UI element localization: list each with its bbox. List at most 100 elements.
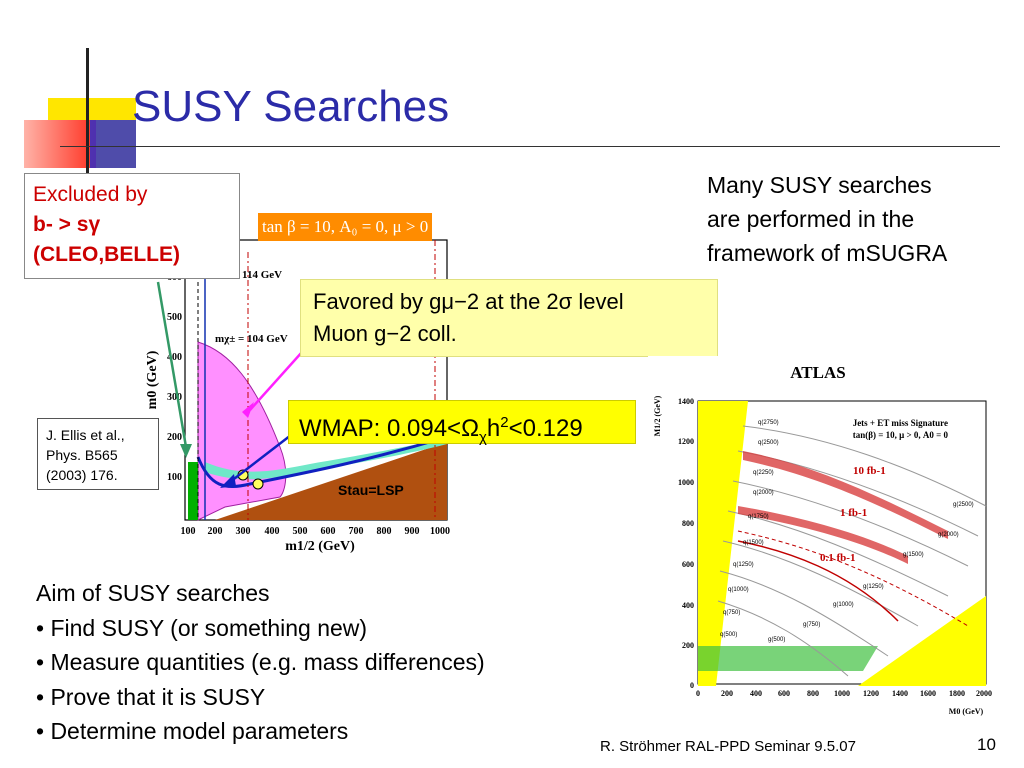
atlas-y-tick: 400 <box>682 601 694 610</box>
gluino-label: g(1500) <box>903 552 924 558</box>
atlas-y-tick: 1000 <box>678 478 694 487</box>
reference-box: J. Ellis et al., Phys. B565 (2003) 176. <box>37 418 159 490</box>
stau-lsp-region <box>215 442 447 520</box>
lumi-label-1: 1 fb-1 <box>840 507 867 519</box>
wmap-suffix: <0.129 <box>508 415 583 442</box>
gluino-label: g(750) <box>803 622 820 628</box>
aim-bullet-2: • Measure quantities (e.g. mass differen… <box>36 649 485 675</box>
x-tick: 500 <box>293 526 308 537</box>
aim-bullet-4: • Determine model parameters <box>36 718 349 744</box>
atlas-x-tick: 1200 <box>863 689 879 698</box>
reference-line-3: (2003) 176. <box>46 467 118 483</box>
excluded-line-3: (CLEO,BELLE) <box>33 243 180 266</box>
mchi-label: mχ± = 104 GeV <box>215 333 288 345</box>
y-tick: 400 <box>167 352 182 363</box>
contour-1fb <box>738 506 908 564</box>
benchmark-point-2 <box>252 478 264 490</box>
title-decoration-vline <box>86 48 89 176</box>
x-tick: 200 <box>208 526 223 537</box>
atlas-plot: ATLAS 10 fb-1 1 fb-1 0.1 fb-1 Jets + ET … <box>648 356 1008 726</box>
x-tick: 1000 <box>430 526 450 537</box>
aim-bullet-3: • Prove that it is SUSY <box>36 683 266 710</box>
favored-line-1: Favored by gμ−2 at the 2σ level <box>313 289 624 314</box>
atlas-y-tick: 200 <box>682 641 694 650</box>
title-decoration-blue <box>90 120 136 168</box>
y-tick: 300 <box>167 392 182 403</box>
atlas-title: ATLAS <box>790 363 845 382</box>
wmap-box: WMAP: 0.094<Ωχh2<0.129 <box>288 400 636 446</box>
aim-section: Aim of SUSY searches • Find SUSY (or som… <box>36 576 485 749</box>
atlas-y-tick: 600 <box>682 560 694 569</box>
signature-params: tan(β) = 10, μ > 0, A0 = 0 <box>853 430 949 440</box>
reference-line-2: Phys. B565 <box>46 447 118 463</box>
excluded-line-2: b- > sγ <box>33 210 233 240</box>
squark-label: q(1500) <box>743 540 764 546</box>
excluded-b: b- <box>33 213 53 236</box>
lumi-label-01: 0.1 fb-1 <box>820 552 855 564</box>
squark-label: q(2750) <box>758 420 779 426</box>
favored-box: Favored by gμ−2 at the 2σ level Muon g−2… <box>300 279 718 357</box>
atlas-y-tick: 800 <box>682 519 694 528</box>
squark-label: q(2500) <box>758 440 779 446</box>
title-decoration-red <box>24 120 96 168</box>
x-tick: 300 <box>236 526 251 537</box>
x-tick: 100 <box>181 526 196 537</box>
squark-label: q(1250) <box>733 562 754 568</box>
y-tick: 500 <box>167 312 182 323</box>
contour-01fb <box>737 540 899 622</box>
squark-label: q(2000) <box>753 490 774 496</box>
squark-label: q(750) <box>723 610 740 616</box>
squark-label: q(1750) <box>748 514 769 520</box>
atlas-x-tick: 600 <box>778 689 790 698</box>
mass-contours <box>717 425 987 677</box>
atlas-x-tick: 1000 <box>834 689 850 698</box>
favored-arrow-head <box>242 402 254 418</box>
wmap-mid: h <box>486 415 501 442</box>
favored-line-2: Muon g−2 coll. <box>313 321 457 346</box>
atlas-x-tick: 400 <box>750 689 762 698</box>
wmap-arrow-head <box>220 474 236 488</box>
intro-line-2: are performed in the <box>707 206 915 232</box>
gluino-label: g(500) <box>768 637 785 643</box>
squark-label: q(2250) <box>753 470 774 476</box>
excluded-line-1: Excluded by <box>33 183 148 206</box>
contour-10fb <box>743 451 948 539</box>
gluino-label: g(2500) <box>953 502 974 508</box>
theory-excluded-left <box>698 401 748 686</box>
parameter-label: tan β = 10, A₀ = 0, μ > 0 <box>258 213 433 241</box>
gluino-label: g(2000) <box>938 532 959 538</box>
y-tick: 100 <box>167 472 182 483</box>
x-tick: 900 <box>405 526 420 537</box>
squark-label: q(1000) <box>728 587 749 593</box>
x-tick: 600 <box>321 526 336 537</box>
msugra-plot: mh = 114 GeV mχ± = 104 GeV Stau=LSP 100 … <box>130 232 455 556</box>
signature-label: Jets + ET miss Signature <box>853 418 948 428</box>
atlas-y-tick: 1400 <box>678 397 694 406</box>
title-underline <box>60 146 1000 147</box>
contour-dashed <box>737 530 969 627</box>
squark-label: q(500) <box>720 632 737 638</box>
footer-text: R. Ströhmer RAL-PPD Seminar 9.5.07 <box>600 738 856 755</box>
intro-text: Many SUSY searches are performed in the … <box>707 168 1017 270</box>
excluded-box: Excluded by b- > sγ (CLEO,BELLE) <box>24 173 240 279</box>
aim-bullet-1: • Find SUSY (or something new) <box>36 614 368 641</box>
wmap-band <box>205 437 447 480</box>
exp-excluded-band <box>698 646 878 671</box>
atlas-x-tick: 800 <box>807 689 819 698</box>
atlas-x-tick: 1600 <box>920 689 936 698</box>
intro-line-1: Many SUSY searches <box>707 172 932 198</box>
atlas-x-axis-label: M0 (GeV) <box>949 707 984 716</box>
lumi-label-10: 10 fb-1 <box>853 465 886 477</box>
slide-title: SUSY Searches <box>132 82 450 131</box>
aim-heading: Aim of SUSY searches <box>36 580 270 606</box>
atlas-y-tick: 1200 <box>678 437 694 446</box>
x-axis-label: m1/2 (GeV) <box>285 539 355 554</box>
excluded-sgamma: > sγ <box>52 213 101 236</box>
wmap-prefix: WMAP: 0.094<Ω <box>299 415 480 442</box>
x-tick: 400 <box>265 526 280 537</box>
atlas-x-tick: 0 <box>696 689 700 698</box>
intro-line-3: framework of mSUGRA <box>707 240 948 266</box>
atlas-y-tick: 0 <box>690 681 694 690</box>
y-axis-label: m0 (GeV) <box>145 350 160 409</box>
excluded-bsg-region <box>188 462 198 520</box>
